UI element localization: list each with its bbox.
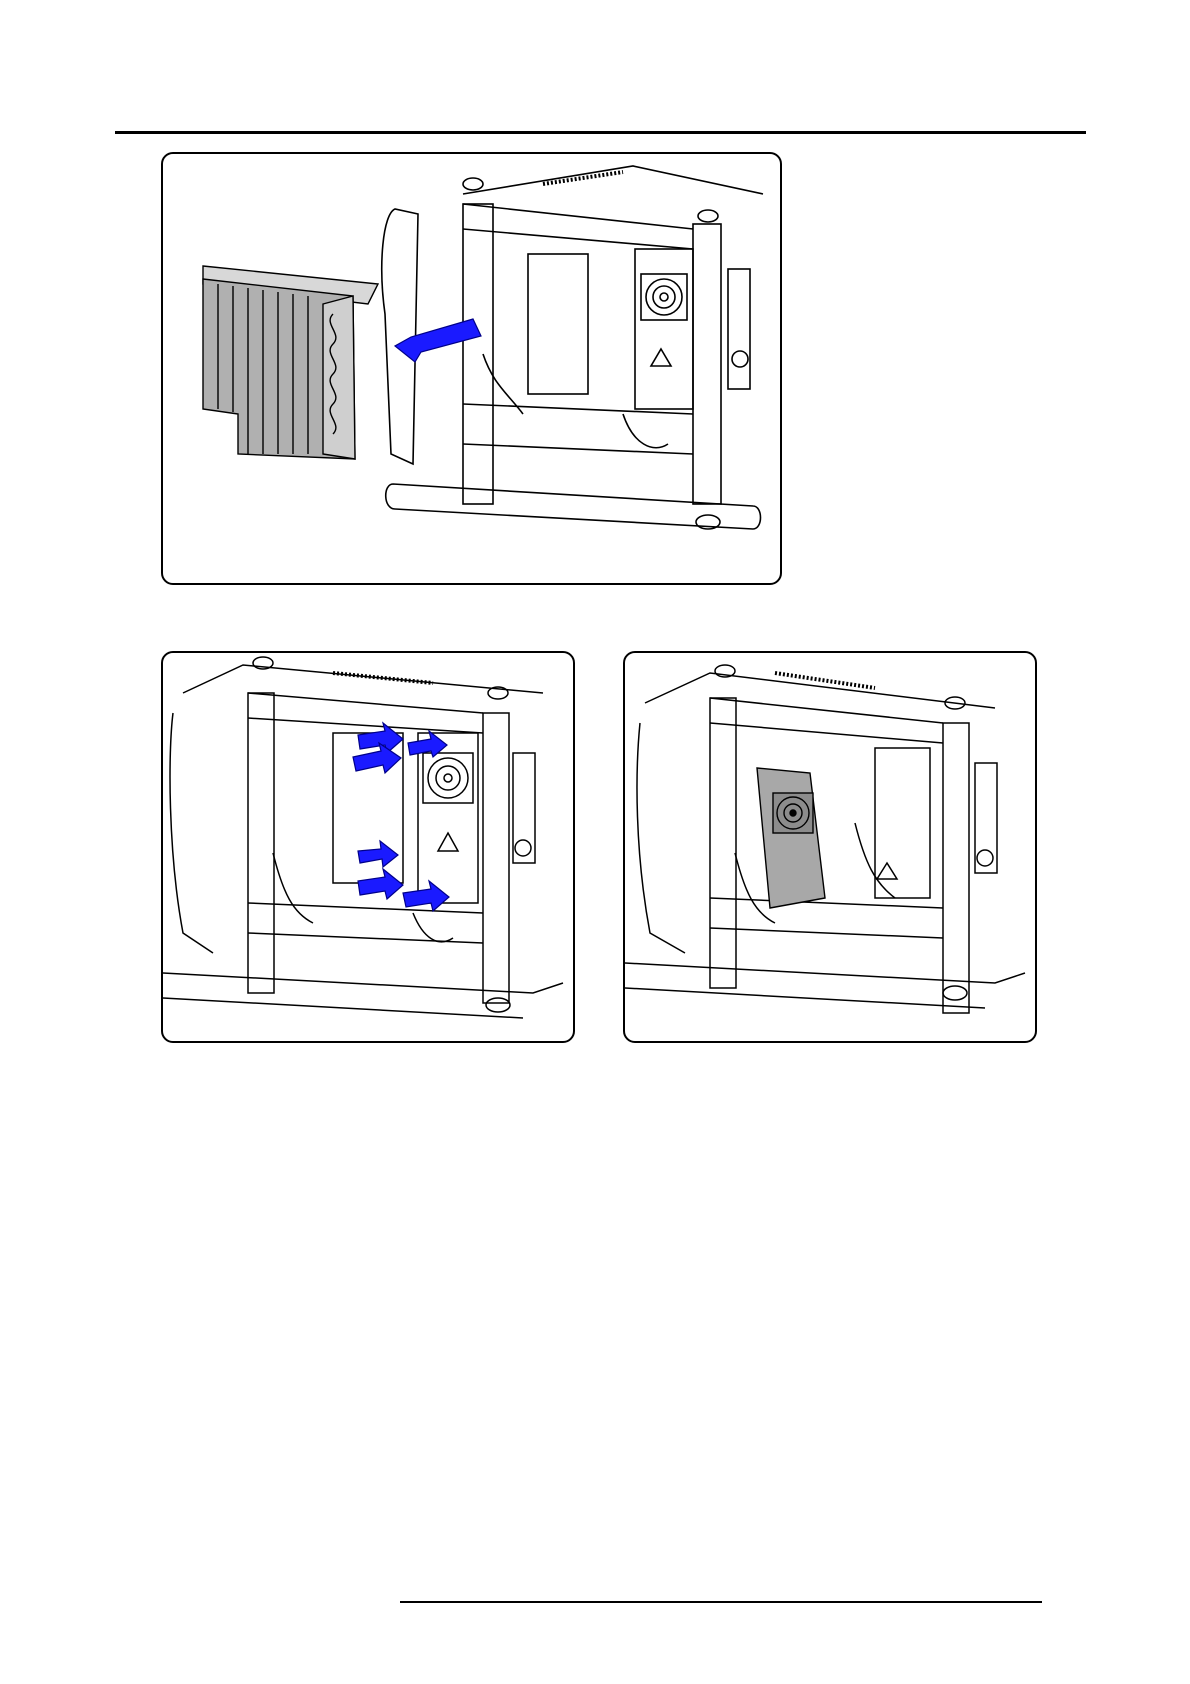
screw-arrows: [353, 723, 449, 911]
projector-illustration-2: [163, 653, 573, 1041]
screw-arrow-5: [358, 869, 403, 899]
screw-arrow-4: [358, 841, 398, 867]
figure-fan-cover-removed: [623, 651, 1037, 1043]
projector-illustration-3: [625, 653, 1035, 1041]
screw-arrow-6: [403, 881, 449, 911]
remove-arrow: [395, 319, 481, 362]
header-rule: [115, 131, 1086, 134]
projector-illustration-1: [163, 154, 780, 583]
figure-fan-cover-screws: [161, 651, 575, 1043]
figure-remove-cover: [161, 152, 782, 585]
footer-rule: [400, 1601, 1042, 1603]
